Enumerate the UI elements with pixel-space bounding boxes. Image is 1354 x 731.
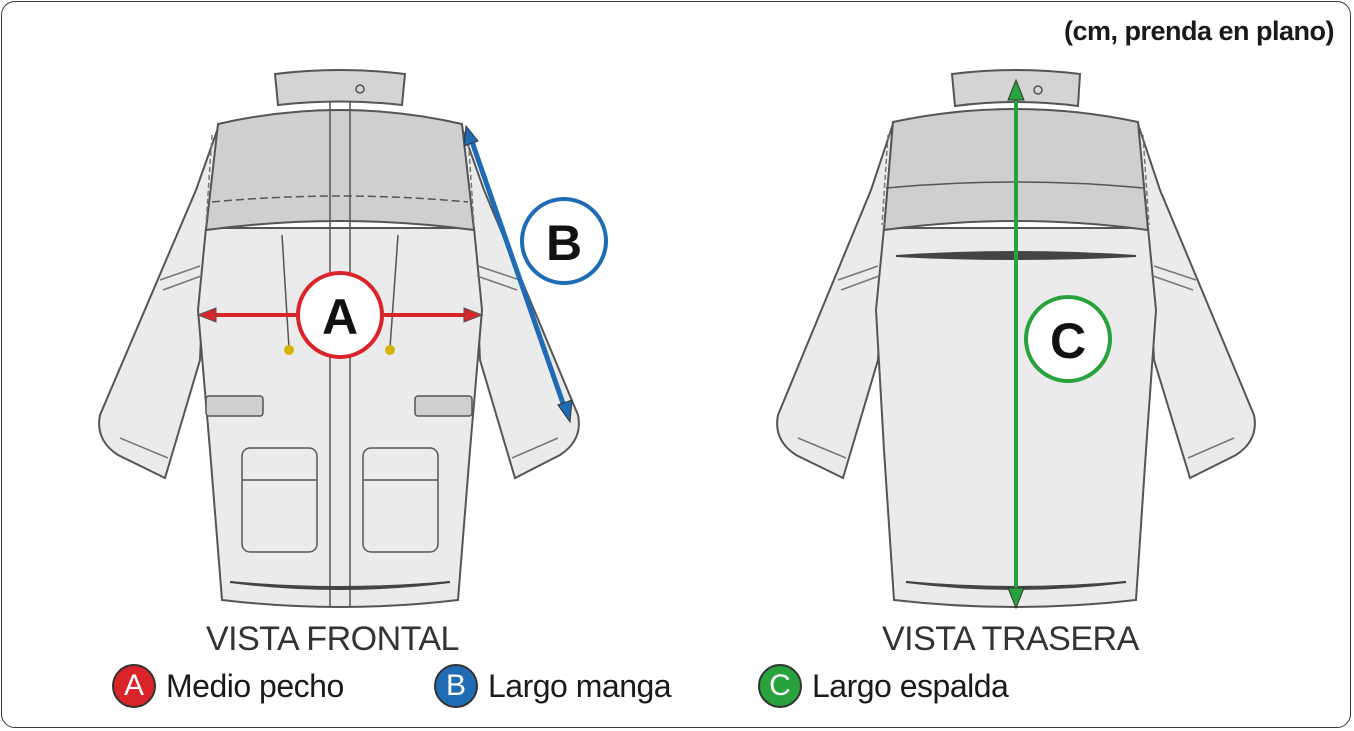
pocket-left <box>241 447 318 553</box>
back-left-sleeve <box>776 123 894 480</box>
legend-badge-b: B <box>434 664 478 708</box>
units-note: (cm, prenda en plano) <box>1063 16 1335 46</box>
front-yoke <box>204 109 476 232</box>
legend-item-a: A Medio pecho <box>112 664 344 708</box>
legend-label-c: Largo espalda <box>812 667 1009 704</box>
front-view-title: VISTA FRONTAL <box>206 620 459 658</box>
legend-badge-a: A <box>112 664 156 708</box>
measurement-b: B <box>463 124 608 424</box>
drawcord-tip-right <box>385 345 395 355</box>
back-view-title: VISTA TRASERA <box>882 620 1139 658</box>
measurement-a-letter: A <box>322 289 358 345</box>
legend-item-c: C Largo espalda <box>758 664 1009 708</box>
legend-item-b: B Largo manga <box>434 664 672 708</box>
measurement-c: C <box>1007 78 1112 610</box>
drawcord-tip-left <box>284 345 294 355</box>
legend-label-b: Largo manga <box>488 667 672 704</box>
pocket-right <box>362 447 439 553</box>
measurement-a: A <box>196 271 484 359</box>
front-jacket <box>98 69 580 608</box>
legend-badge-c: C <box>758 664 802 708</box>
measurement-b-letter: B <box>546 215 582 271</box>
front-left-sleeve <box>98 127 219 480</box>
back-right-sleeve <box>1137 123 1256 480</box>
front-right-sleeve <box>461 127 580 480</box>
chest-welt-right <box>414 395 473 417</box>
legend-label-a: Medio pecho <box>166 667 344 704</box>
front-collar <box>273 69 407 107</box>
chest-welt-left <box>205 395 264 417</box>
measurement-c-letter: C <box>1050 313 1086 369</box>
